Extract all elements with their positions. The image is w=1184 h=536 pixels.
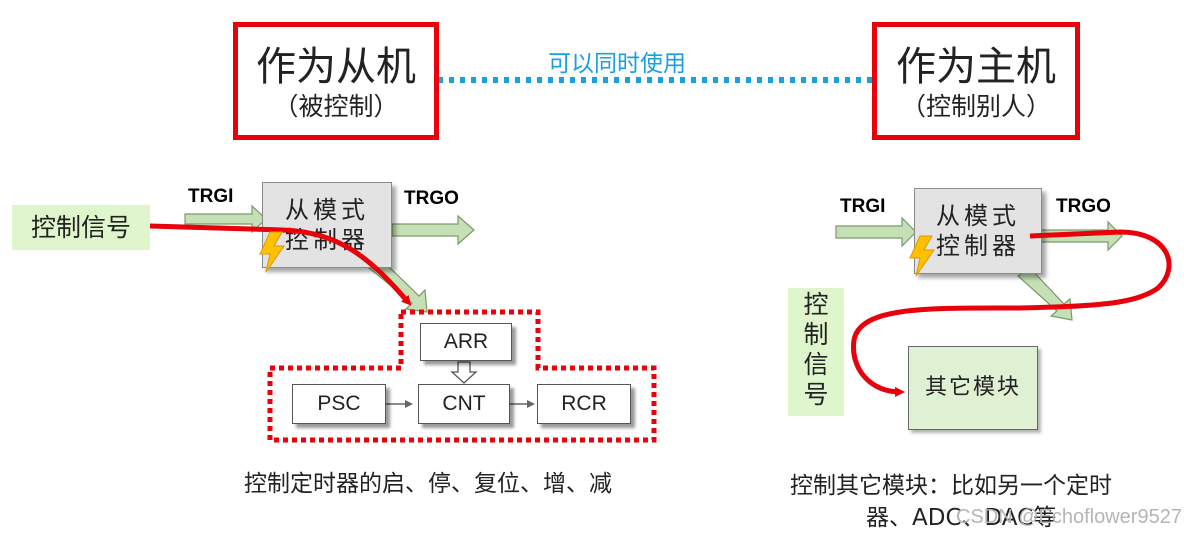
master-box: 作为主机 （控制别人） bbox=[872, 22, 1080, 140]
slave-box: 作为从机 （被控制） bbox=[233, 22, 439, 140]
trgo-label-right: TRGO bbox=[1056, 196, 1111, 217]
trgo-label-left: TRGO bbox=[404, 188, 459, 209]
simultaneous-use-label: 可以同时使用 bbox=[548, 51, 686, 77]
watermark: CSDN @Echoflower9527 bbox=[956, 506, 1182, 528]
controller-line2: 控制器 bbox=[285, 226, 369, 254]
control-signal-char-2: 制 bbox=[803, 320, 829, 349]
master-subtitle: （控制别人） bbox=[900, 92, 1051, 121]
controller-line2-right: 控制器 bbox=[936, 232, 1020, 260]
down-arrow-right bbox=[1017, 267, 1073, 321]
cnt-register: CNT bbox=[418, 384, 510, 424]
controller-line1: 从模式 bbox=[285, 196, 369, 224]
control-signal-char-3: 信 bbox=[803, 350, 829, 379]
slave-subtitle: （被控制） bbox=[273, 92, 399, 121]
control-signal-char-4: 号 bbox=[803, 380, 829, 409]
slave-title: 作为从机 bbox=[256, 44, 416, 90]
arr-to-cnt-arrow bbox=[450, 361, 478, 384]
arr-register: ARR bbox=[420, 323, 512, 361]
trgi-label-left: TRGI bbox=[188, 186, 234, 207]
master-title: 作为主机 bbox=[896, 44, 1056, 90]
control-signal-label-right: 控 制 信 号 bbox=[788, 288, 844, 416]
control-signal-label-left: 控制信号 bbox=[12, 205, 150, 250]
psc-register: PSC bbox=[292, 384, 386, 424]
rcr-register: RCR bbox=[537, 384, 631, 424]
controller-line1-right: 从模式 bbox=[936, 202, 1020, 230]
other-module-box: 其它模块 bbox=[908, 346, 1038, 430]
trgi-arrow-left bbox=[184, 204, 267, 234]
dashed-frame-left bbox=[267, 309, 657, 443]
caption-right-line1: 控制其它模块：比如另一个定时 bbox=[790, 473, 1112, 499]
control-signal-char-1: 控 bbox=[803, 290, 829, 319]
trgi-label-right: TRGI bbox=[840, 196, 886, 217]
trgi-arrow-right bbox=[835, 216, 917, 248]
trgo-arrow-left bbox=[391, 214, 475, 246]
trgo-arrow-right bbox=[1039, 220, 1123, 252]
caption-left: 控制定时器的启、停、复位、增、减 bbox=[244, 471, 612, 497]
slave-mode-controller-left: 从模式 控制器 bbox=[262, 182, 392, 268]
caption-right-line2: 器、ADC、DAC等 bbox=[866, 505, 1057, 531]
slave-mode-controller-right: 从模式 控制器 bbox=[914, 188, 1042, 274]
